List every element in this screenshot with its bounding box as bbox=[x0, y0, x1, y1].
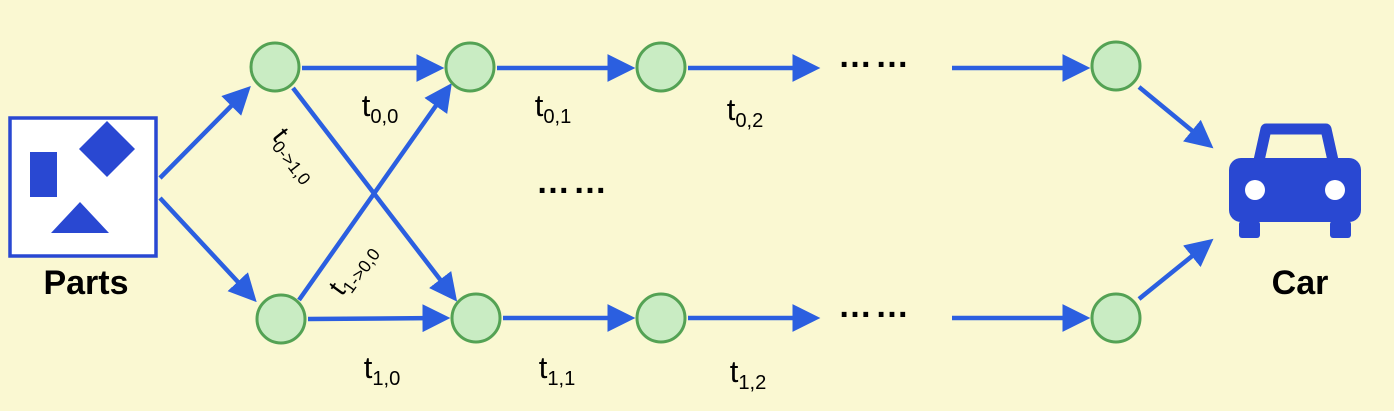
edge-label-t-0-1: t0,1 bbox=[535, 90, 572, 127]
edge-label-sub: 1,0 bbox=[372, 368, 401, 391]
edge-label-t-0-2: t0,2 bbox=[727, 94, 764, 131]
stage-node-top-2 bbox=[635, 41, 687, 93]
part-rectangle-icon bbox=[30, 152, 57, 197]
edge-label-base: t bbox=[729, 354, 739, 389]
edge-top3-car bbox=[1137, 85, 1214, 149]
car-icon bbox=[1229, 123, 1361, 238]
car-headlight-left bbox=[1245, 180, 1265, 200]
edge-cross-top0-bottom1 bbox=[291, 86, 458, 302]
ellipsis-bottom: …… bbox=[838, 287, 912, 325]
stage-node-top-1 bbox=[444, 41, 496, 93]
stage-node-top-0 bbox=[249, 41, 301, 93]
edge-label-base: t bbox=[534, 88, 544, 123]
part-triangle-icon bbox=[51, 202, 109, 233]
car-wheel-left bbox=[1239, 221, 1260, 238]
stage-node-bottom-0 bbox=[255, 293, 307, 345]
stage-node-bottom-2 bbox=[635, 292, 687, 344]
edge-label-t-1-1: t1,1 bbox=[539, 352, 576, 389]
car-headlight-right bbox=[1325, 180, 1345, 200]
stage-node-top-3 bbox=[1090, 40, 1142, 92]
car-wheel-right bbox=[1330, 221, 1351, 238]
edge-label-base: t bbox=[538, 350, 548, 385]
edge-label-base: t bbox=[726, 92, 736, 127]
car-cabin bbox=[1252, 123, 1340, 167]
edge-cross-bottom0-top1 bbox=[297, 83, 452, 302]
parts-label: Parts bbox=[43, 264, 129, 302]
ellipsis-middle: …… bbox=[536, 163, 610, 201]
edge-label-t-0-0: t0,0 bbox=[362, 90, 399, 127]
edge-bottom3-car bbox=[1137, 238, 1214, 301]
edge-parts-to-bottom0 bbox=[158, 196, 257, 303]
stage-node-bottom-1 bbox=[450, 292, 502, 344]
ellipsis-top: …… bbox=[838, 37, 912, 75]
edge-label-sub: 1,1 bbox=[547, 368, 576, 391]
edge-bottom0-bottom1 bbox=[307, 304, 451, 333]
edge-parts-to-top0 bbox=[158, 86, 251, 180]
edge-label-base: t bbox=[361, 88, 371, 123]
part-diamond-icon bbox=[79, 121, 135, 177]
edge-label-t-1-0: t1,0 bbox=[364, 352, 401, 389]
car-body bbox=[1229, 158, 1361, 222]
edge-label-base: t bbox=[363, 350, 373, 385]
stage-node-bottom-3 bbox=[1090, 292, 1142, 344]
edge-label-sub: 0,2 bbox=[735, 110, 764, 133]
edge-label-sub: 0,1 bbox=[543, 106, 572, 129]
edge-label-sub: 1,2 bbox=[738, 372, 767, 395]
edge-label-t-1-2: t1,2 bbox=[730, 356, 767, 393]
car-label: Car bbox=[1271, 264, 1329, 302]
edge-label-sub: 0,0 bbox=[370, 106, 399, 129]
